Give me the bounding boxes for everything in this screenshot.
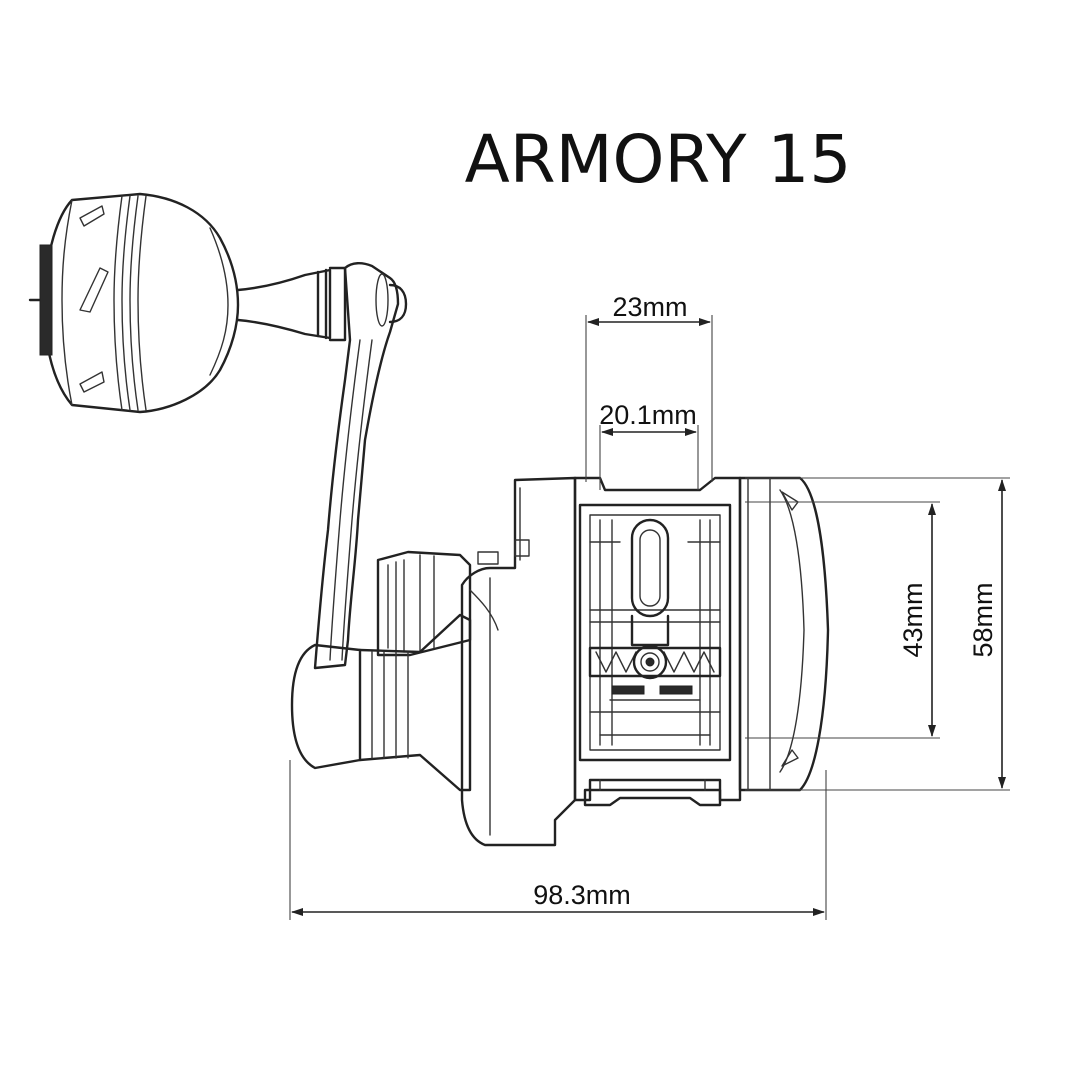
dimension-label-length-total: 98.3mm	[533, 880, 631, 910]
side-plate	[376, 550, 499, 657]
dimension-label-height-outer: 58mm	[968, 582, 998, 657]
handle-knob	[28, 192, 240, 414]
spool-drag-knob	[290, 613, 472, 792]
dimension-label-height-inner: 43mm	[898, 582, 928, 657]
handle-stem	[236, 266, 347, 342]
reel-frame	[573, 476, 742, 807]
drawing-title: ARMORY 15	[465, 121, 852, 198]
reel-body	[460, 476, 577, 847]
handle-arm	[313, 262, 408, 670]
dimension-label-width-top: 23mm	[612, 292, 687, 322]
right-side-cup	[738, 476, 830, 792]
dimension-label-width-inner: 20.1mm	[599, 400, 697, 430]
dimension-lines	[289, 315, 1010, 920]
